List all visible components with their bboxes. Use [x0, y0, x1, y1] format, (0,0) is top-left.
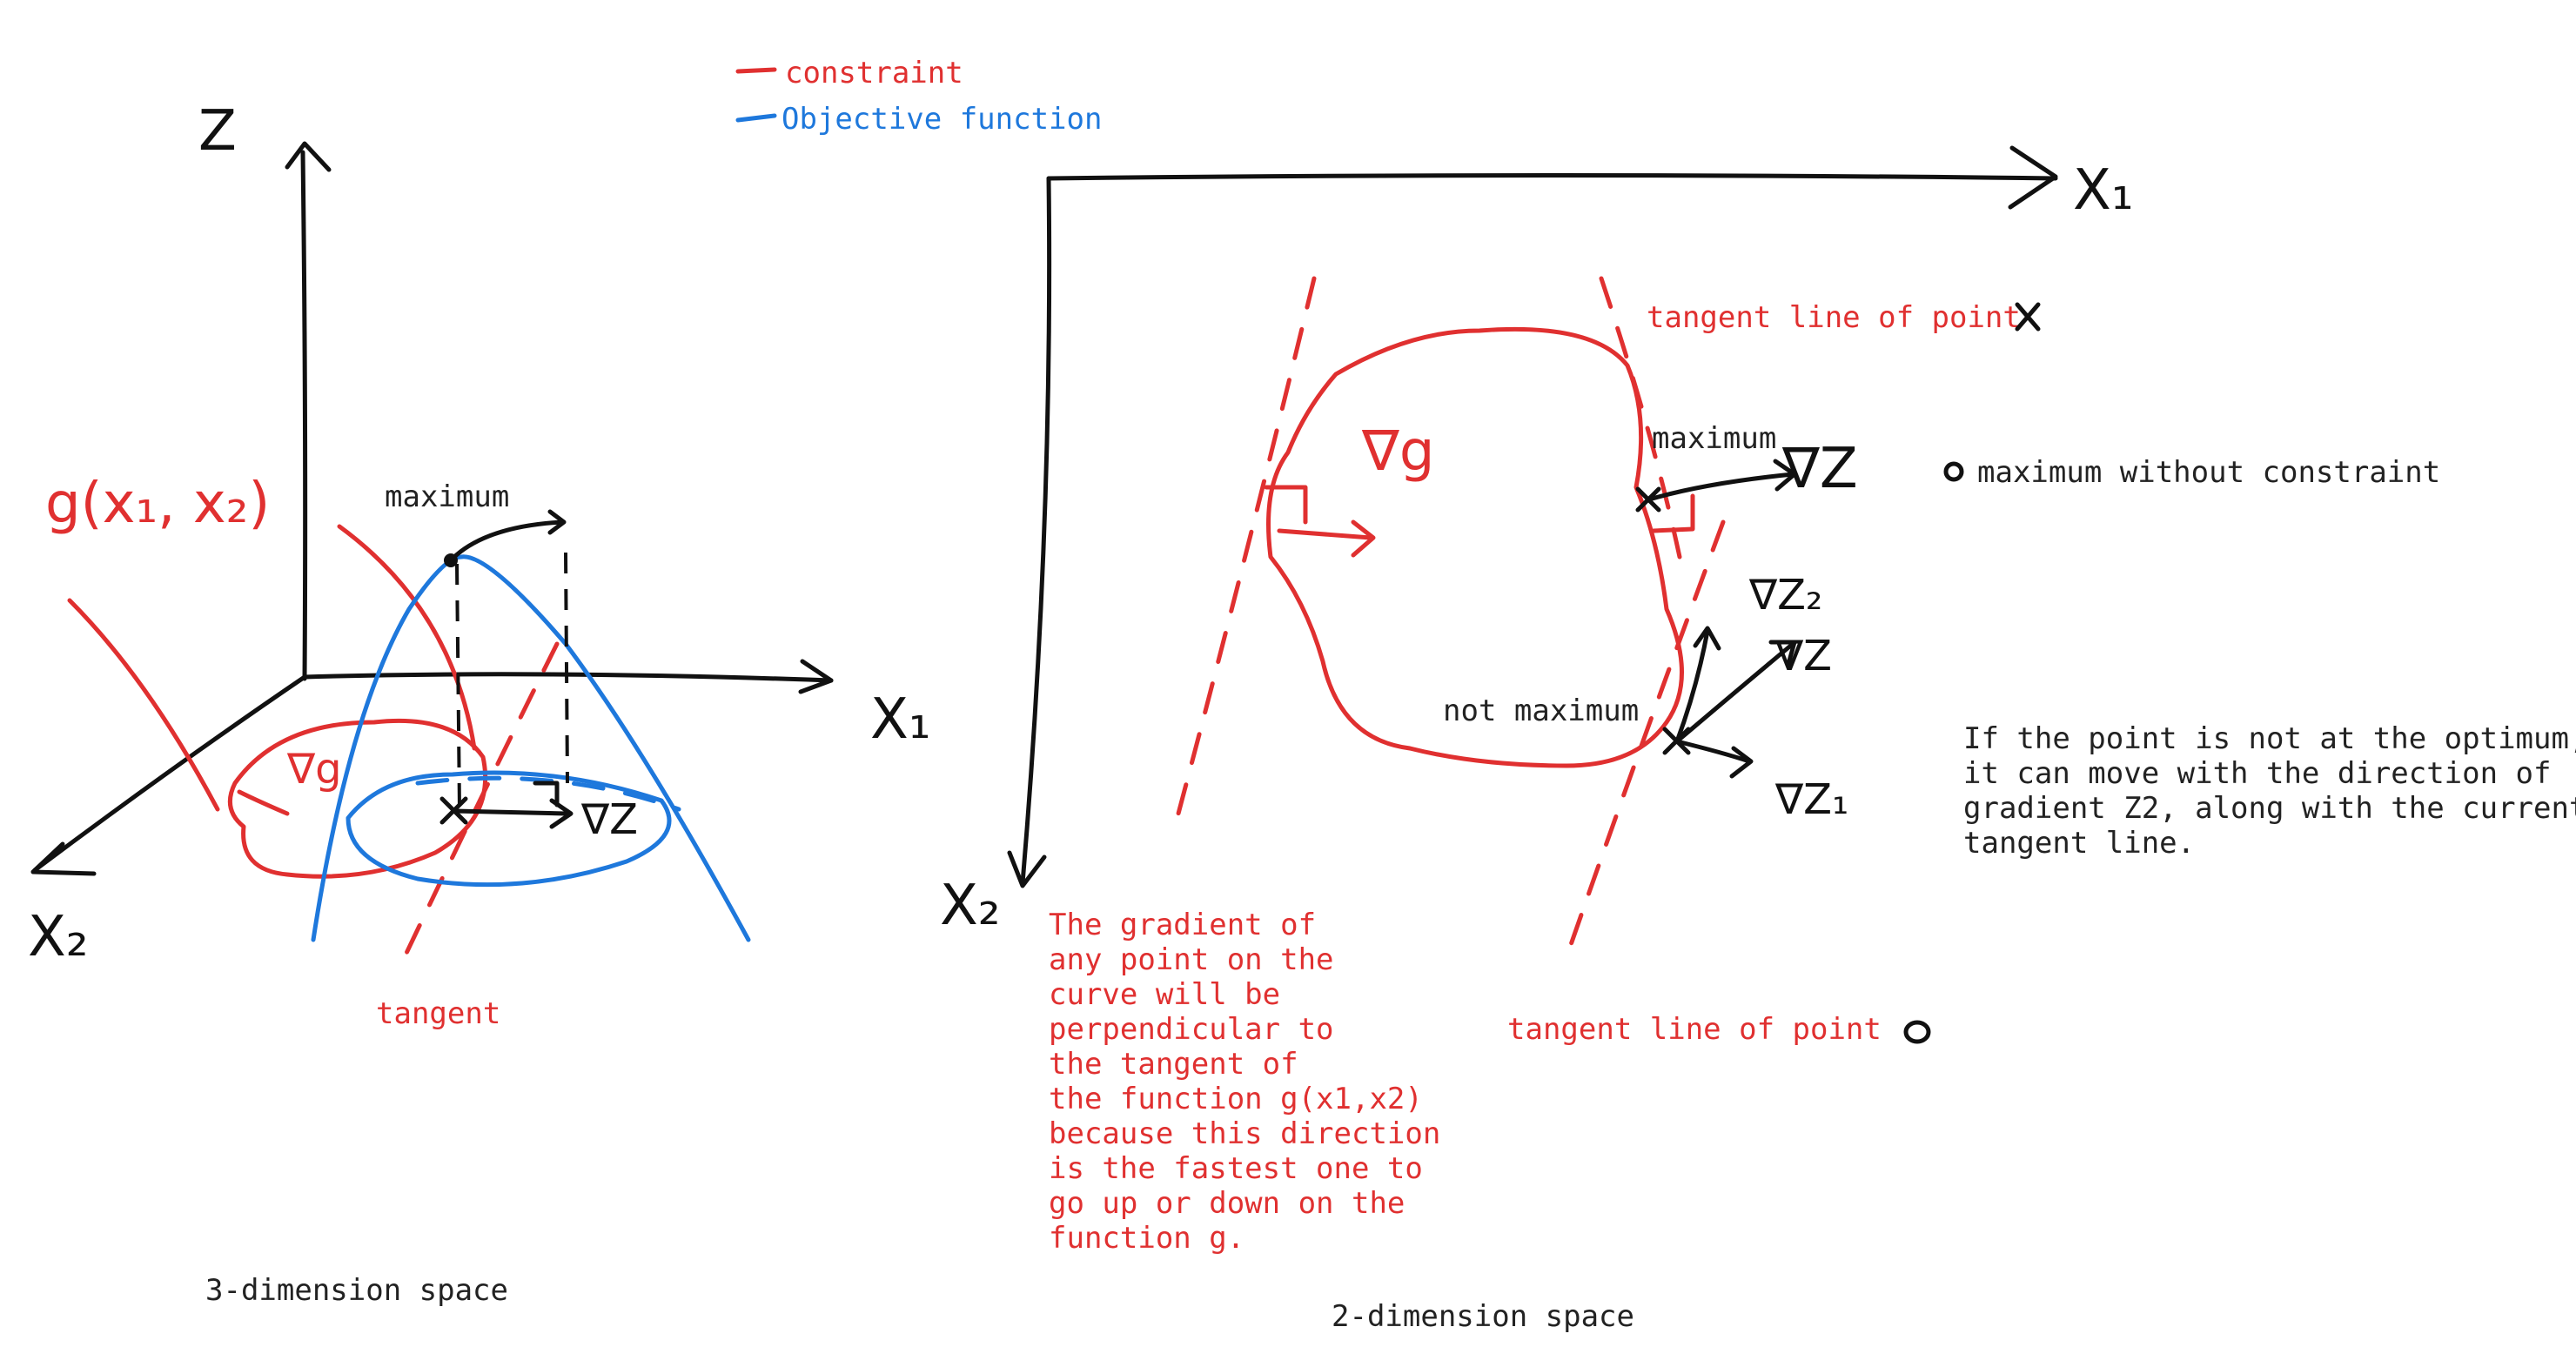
- left-x1-axis-label: X₁: [870, 687, 931, 752]
- right-optimum-note-line: it can move with the direction of: [1963, 756, 2552, 791]
- right-maximum-label: maximum: [1652, 421, 1776, 456]
- left-grad-g-label: ∇g: [286, 745, 342, 794]
- left-constraint-loop: [227, 718, 488, 879]
- right-grad-g-arrow: [1277, 528, 1373, 540]
- right-panel-2d: X₁ X₂ ∇g maximum ∇Z not maximum ∇Z₂ ∇Z ∇…: [940, 145, 2576, 1334]
- left-x2-axis-arrowhead: [30, 841, 97, 876]
- right-max-without-constraint-label: maximum without constraint: [1977, 455, 2440, 490]
- right-grad-g-right-angle: [1264, 485, 1308, 525]
- right-grad-z-lower-label: ∇Z: [1774, 632, 1832, 680]
- right-optimum-note: If the point is not at the optimum, it c…: [1963, 721, 2576, 861]
- right-gradient-note-line: the function g(x1,x2): [1049, 1082, 1423, 1116]
- right-grad-z-lower-arrowhead: [1768, 640, 1797, 667]
- legend-constraint-label: constraint: [785, 56, 963, 90]
- right-x1-axis: [1046, 173, 2058, 181]
- right-optimum-note-line: tangent line.: [1963, 826, 2195, 861]
- right-grad-g-label: ∇g: [1361, 419, 1434, 484]
- left-constraint-label: g(x₁, x₂): [45, 472, 270, 536]
- legend-constraint-swatch: [735, 67, 777, 74]
- left-z-axis-label: Z: [198, 99, 237, 164]
- right-x2-axis: [1020, 176, 1052, 886]
- left-constraint-surface-curve: [67, 598, 220, 812]
- left-vertical-dashed: [564, 552, 569, 784]
- right-grad-z-lower-arrow: [1674, 641, 1795, 744]
- left-panel-3d: Z X₁ X₂ g(x₁, x₂) maximum ∇Z ∇g tangent …: [28, 99, 931, 1308]
- left-grad-z-label: ∇Z: [580, 795, 638, 844]
- left-tangent-line: [398, 641, 560, 968]
- legend-objective-label: Objective function: [782, 102, 1102, 137]
- right-gradient-note-line: perpendicular to: [1049, 1012, 1334, 1047]
- right-maximum-right-angle: [1651, 493, 1695, 533]
- left-x2-axis: [32, 674, 307, 873]
- right-tangent-line-o: [1599, 276, 1682, 560]
- right-grad-z1-arrowhead: [1729, 746, 1754, 779]
- left-maximum-label: maximum: [385, 479, 509, 514]
- left-objective-surface: [311, 554, 751, 942]
- legend-objective-swatch: [735, 113, 777, 123]
- right-tangent-line-o-label: tangent line of point: [1507, 1012, 1882, 1047]
- right-x1-axis-label: X₁: [2073, 158, 2134, 223]
- left-x1-axis: [302, 672, 834, 683]
- right-gradient-note-line: is the fastest one to: [1049, 1151, 1423, 1186]
- right-gradient-note-line: because this direction: [1049, 1116, 1440, 1151]
- right-maximum-grad-arrow: [1647, 472, 1795, 502]
- left-z-axis-arrowhead: [285, 141, 332, 172]
- left-maximum-arrow: [452, 519, 564, 560]
- right-gradient-note-line: curve will be: [1049, 977, 1280, 1012]
- right-grad-z2-arrowhead: [1693, 626, 1721, 651]
- right-tangent-line-o-marker-icon: [1903, 1020, 1931, 1044]
- left-caption: 3-dimension space: [205, 1273, 508, 1308]
- left-x1-axis-arrowhead: [798, 659, 834, 694]
- right-tangent-line-x-marker-icon: [2015, 302, 2041, 332]
- legend: constraint Objective function: [735, 56, 1102, 137]
- right-grad-z2-arrow: [1674, 628, 1710, 744]
- left-right-angle-mark: [533, 781, 560, 808]
- right-optimum-note-line: If the point is not at the optimum,: [1963, 721, 2576, 756]
- left-objective-contour: [345, 770, 672, 888]
- right-grad-z1-arrow: [1674, 739, 1752, 764]
- right-gradient-note-line: The gradient of: [1049, 908, 1316, 942]
- left-maximum-arrowhead: [547, 509, 567, 535]
- right-optimum-note-line: gradient Z2, along with the current: [1963, 791, 2576, 826]
- right-x2-axis-label: X₂: [940, 874, 1001, 938]
- right-tangent-line-x: [1172, 276, 1317, 829]
- right-gradient-note-line: function g.: [1049, 1221, 1244, 1256]
- right-gradient-note-line: go up or down on the: [1049, 1186, 1405, 1221]
- left-tangent-label: tangent: [376, 996, 500, 1031]
- right-grad-z-label: ∇Z: [1781, 437, 1858, 501]
- right-gradient-note-line: the tangent of: [1049, 1047, 1298, 1082]
- left-maximum-projection: [455, 563, 461, 810]
- right-tangent-line-lower: [1564, 519, 1726, 960]
- right-gradient-note-line: any point on the: [1049, 942, 1334, 977]
- right-caption: 2-dimension space: [1332, 1299, 1634, 1334]
- right-not-maximum-label: not maximum: [1443, 694, 1639, 728]
- right-gradient-note: The gradient of any point on the curve w…: [1049, 908, 1440, 1256]
- right-x2-axis-arrowhead: [1007, 850, 1047, 888]
- right-grad-z1-label: ∇Z₁: [1774, 775, 1848, 824]
- right-max-without-constraint-icon: [1943, 461, 1964, 482]
- left-z-axis: [300, 150, 308, 681]
- left-grad-z-arrow: [452, 808, 568, 816]
- right-x1-axis-arrowhead: [2008, 145, 2058, 210]
- right-maximum-grad-arrowhead: [1773, 459, 1797, 492]
- left-x2-axis-label: X₂: [28, 905, 89, 969]
- right-grad-g-arrowhead: [1351, 519, 1376, 558]
- right-tangent-line-x-label: tangent line of point: [1647, 300, 2021, 335]
- left-constraint-surface-curve-2: [337, 524, 477, 751]
- right-grad-z2-label: ∇Z₂: [1748, 571, 1822, 620]
- left-grad-g-arrow: [237, 789, 290, 816]
